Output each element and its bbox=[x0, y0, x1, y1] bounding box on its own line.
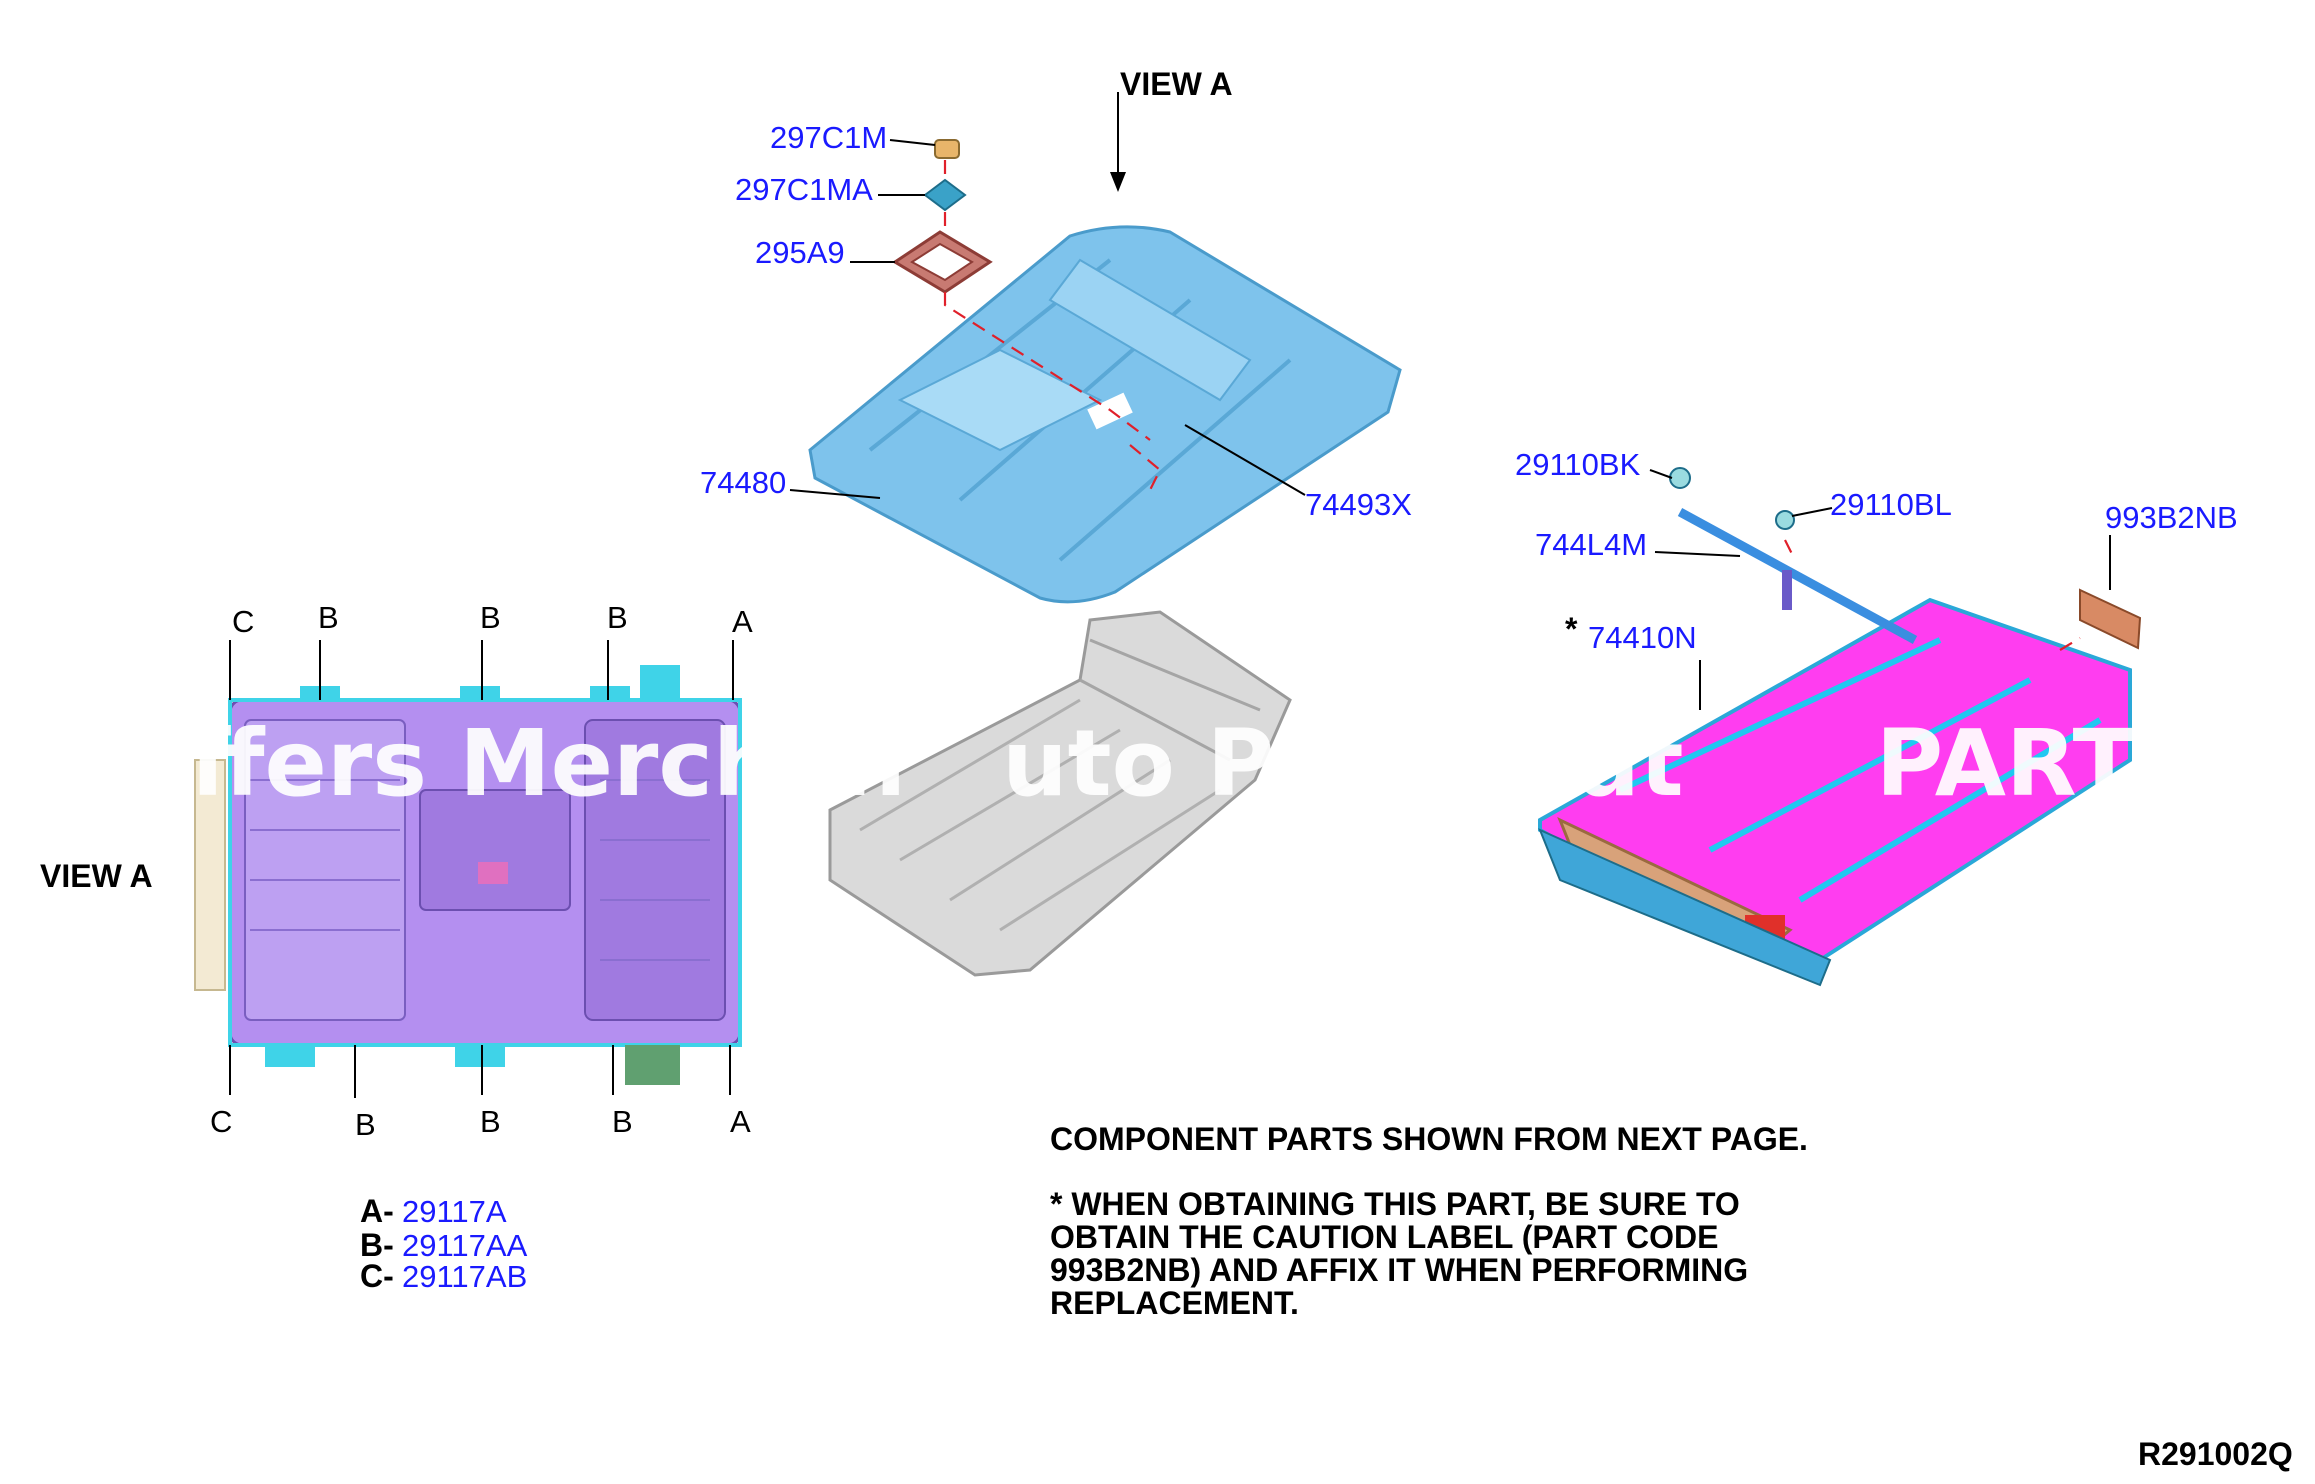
callout-744l4m[interactable]: 744L4M bbox=[1535, 527, 1647, 562]
leader-lines bbox=[229, 92, 2111, 1098]
terminal-cap-297c1m[interactable] bbox=[934, 139, 960, 159]
bracket-744l4m[interactable] bbox=[1677, 508, 1918, 644]
callout-29110bk[interactable]: 29110BK bbox=[1515, 447, 1641, 482]
callout-74480[interactable]: 74480 bbox=[700, 465, 786, 500]
legend-part-29117a[interactable]: 29117A bbox=[402, 1194, 507, 1229]
callout-29110bl[interactable]: 29110BL bbox=[1830, 487, 1952, 522]
battery-lower-tray[interactable] bbox=[1538, 597, 2132, 987]
marker-bottom-a: A bbox=[730, 1104, 751, 1139]
nut-29110bl[interactable] bbox=[1775, 510, 1795, 610]
battery-module-stack bbox=[828, 610, 1292, 977]
marker-bottom-b2: B bbox=[480, 1104, 501, 1139]
terminal-base-297c1ma[interactable] bbox=[923, 178, 967, 212]
legend-part-29117ab[interactable]: 29117AB bbox=[402, 1259, 527, 1294]
callout-297c1m[interactable]: 297C1M bbox=[770, 120, 887, 155]
legend-letter-c: C- bbox=[360, 1258, 394, 1294]
caution-line-1: * WHEN OBTAINING THIS PART, BE SURE TO bbox=[1050, 1186, 1740, 1222]
nut-29110bk[interactable] bbox=[1669, 467, 1691, 489]
diagram-code: R291002Q bbox=[2138, 1436, 2293, 1472]
component-parts-note: COMPONENT PARTS SHOWN FROM NEXT PAGE. bbox=[1050, 1121, 1808, 1157]
marker-bottom-c: C bbox=[210, 1104, 232, 1139]
legend-part-29117aa[interactable]: 29117AA bbox=[402, 1228, 528, 1263]
marker-top-b2: B bbox=[480, 600, 501, 635]
gasket-295a9[interactable] bbox=[892, 230, 993, 294]
callout-74410n[interactable]: 74410N bbox=[1588, 620, 1697, 655]
marker-top-c: C bbox=[232, 604, 254, 639]
view-a-title: VIEW A bbox=[1120, 66, 1233, 102]
callout-297c1ma[interactable]: 297C1MA bbox=[735, 172, 873, 207]
view-a-side-title: VIEW A bbox=[40, 858, 153, 894]
asterisk-mark: * bbox=[1565, 611, 1578, 647]
marker-top-b1: B bbox=[318, 600, 339, 635]
view-a-plan bbox=[194, 665, 742, 1085]
watermark: ffers Merchan uto Parts Cat PARTSTORE.S bbox=[190, 710, 2315, 817]
caution-label-993b2nb[interactable] bbox=[2079, 588, 2142, 650]
battery-upper-cover[interactable] bbox=[808, 225, 1402, 604]
callout-295a9[interactable]: 295A9 bbox=[755, 235, 845, 270]
marker-top-a: A bbox=[732, 604, 753, 639]
callout-993b2nb[interactable]: 993B2NB bbox=[2105, 500, 2238, 535]
caution-line-3: 993B2NB) AND AFFIX IT WHEN PERFORMING bbox=[1050, 1252, 1749, 1288]
caution-line-4: REPLACEMENT. bbox=[1050, 1285, 1299, 1321]
legend-letter-a: A- bbox=[360, 1193, 394, 1229]
legend-letter-b: B- bbox=[360, 1227, 394, 1263]
view-a-arrow-icon bbox=[1110, 172, 1126, 192]
marker-bottom-b1: B bbox=[355, 1107, 376, 1142]
caution-line-2: OBTAIN THE CAUTION LABEL (PART CODE bbox=[1050, 1219, 1719, 1255]
callout-74493x[interactable]: 74493X bbox=[1305, 487, 1412, 522]
marker-bottom-b3: B bbox=[612, 1104, 633, 1139]
marker-top-b3: B bbox=[607, 600, 628, 635]
